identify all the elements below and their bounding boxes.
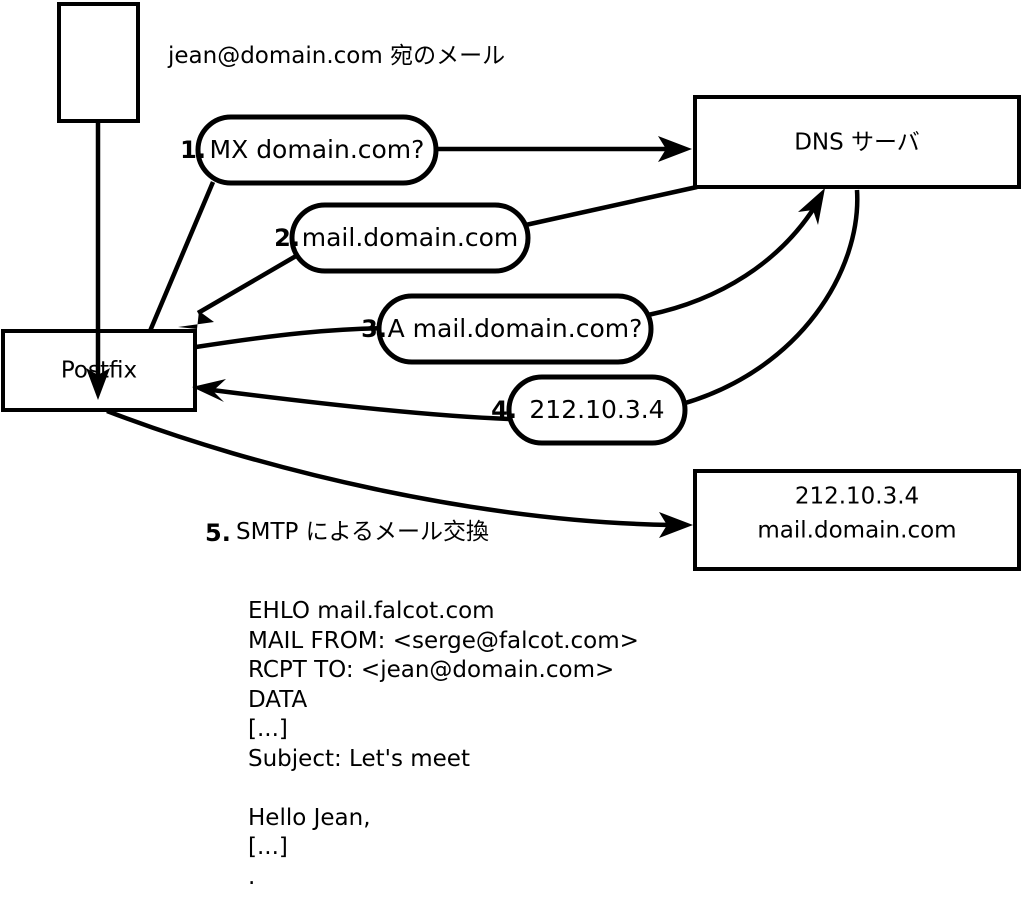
smtp-transcript-line: DATA (248, 686, 308, 713)
smtp-transcript-line: MAIL FROM: <serge@falcot.com> (248, 627, 639, 654)
smtp-transcript-line: EHLO mail.falcot.com (248, 598, 495, 624)
arrowhead-postfix-to-mailserver (659, 512, 693, 538)
step-1-pill (195, 114, 439, 186)
step-1-label: MX domain.com? (210, 135, 425, 164)
step-4-pill (506, 374, 688, 446)
connector-dns-to-step2 (511, 184, 698, 231)
connector-postfix-to-step3 (195, 325, 391, 350)
smtp-transcript-line: [...] (248, 716, 288, 742)
step-4-label: 212.10.3.4 (529, 395, 664, 424)
step-2-label: mail.domain.com (302, 223, 518, 252)
connector-step4-to-postfix (211, 387, 511, 422)
arrowhead-step1-to-dns (658, 136, 692, 162)
arrowhead-sender-to-postfix (86, 368, 110, 400)
smtp-transcript-line: [...] (248, 834, 288, 860)
mail-server-ip-label: 212.10.3.4 (795, 484, 919, 510)
step-4-number: 4. (491, 396, 517, 424)
step-2-number: 2. (274, 224, 300, 252)
mail-server-host-label: mail.domain.com (757, 518, 956, 544)
smtp-transcript-line: RCPT TO: <jean@domain.com> (248, 657, 615, 683)
step-3-label: A mail.domain.com? (388, 314, 643, 343)
step-5-label: SMTP によるメール交換 (236, 519, 489, 545)
step-2-pill (289, 202, 531, 274)
smtp-transcript-line: Subject: Let's meet (248, 745, 470, 772)
connector-postfix-to-mailserver (106, 408, 673, 528)
arrowhead-step4-to-postfix (192, 379, 226, 402)
connector-dns-to-step4 (681, 189, 860, 407)
arrowhead-step2-to-postfix (178, 311, 214, 329)
connector-step2-to-postfix (196, 254, 298, 315)
dns-server-box (693, 95, 1021, 189)
connector-postfix-to-step1 (147, 181, 216, 332)
dns-server-box-label: DNS サーバ (794, 130, 920, 156)
sender-box (57, 2, 140, 123)
smtp-transcript-line: . (248, 863, 256, 890)
step-3-pill (376, 293, 654, 365)
mail-server-box (693, 469, 1021, 571)
connector-step3-to-dns (647, 203, 818, 318)
step-1-number: 1. (180, 136, 206, 164)
mail-destination-caption: jean@domain.com 宛のメール (168, 43, 506, 69)
smtp-transcript-line: Hello Jean, (248, 804, 371, 831)
smtp-transcript-line (248, 774, 639, 804)
step-3-number: 3. (361, 315, 387, 343)
step-5-number: 5. (205, 519, 231, 547)
arrowhead-step3-to-dns (798, 188, 825, 225)
